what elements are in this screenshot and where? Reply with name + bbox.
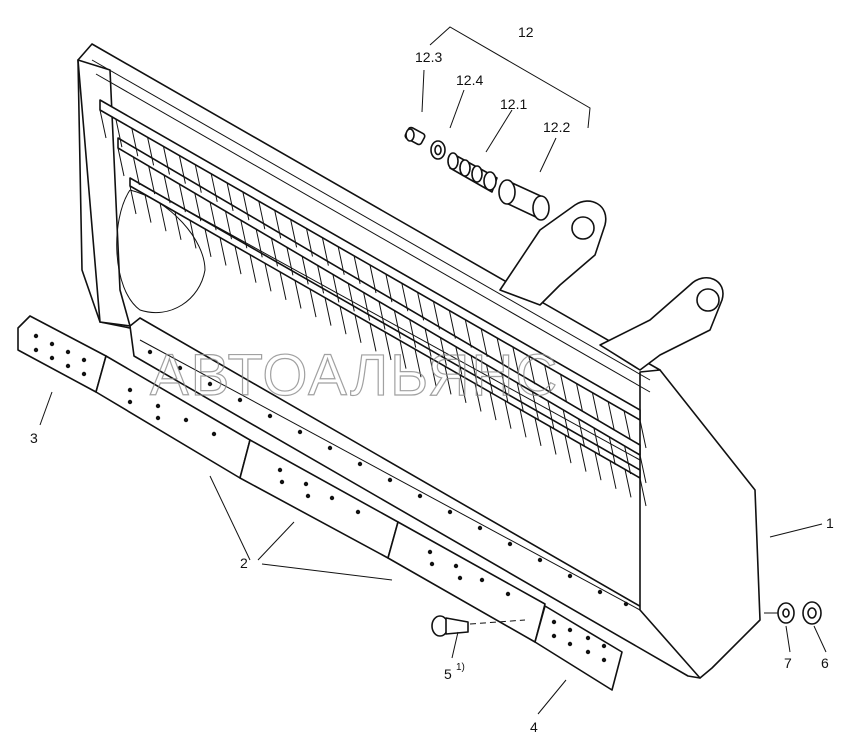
bolt-hole <box>81 357 87 363</box>
bolt-hole <box>49 341 55 347</box>
bolt-hole <box>601 657 607 663</box>
bolt-hole <box>33 333 39 339</box>
bolt-hole <box>551 619 557 625</box>
cutting-edge-holes <box>147 349 629 607</box>
bolt-hole <box>65 363 71 369</box>
wear-strip-3[interactable] <box>17 315 107 393</box>
bolt-hole <box>127 399 133 405</box>
bolt-hole <box>303 481 309 487</box>
bolt-hole <box>585 635 591 641</box>
bolt-hole <box>211 431 217 437</box>
watermark-text: АВТОАЛЬЯНС <box>150 343 559 408</box>
bushing-assembly <box>404 26 591 221</box>
mounting-bracket-right <box>599 276 724 371</box>
wear-strip-4[interactable] <box>534 605 623 691</box>
bolt-hole <box>65 349 71 355</box>
wear-strip-2c[interactable] <box>387 521 546 643</box>
bolt-hole <box>81 371 87 377</box>
callout-7: 7 <box>784 655 792 671</box>
bolt-hole <box>623 601 629 607</box>
callout-5: 5 <box>444 666 452 682</box>
mounting-bracket-left <box>499 200 607 306</box>
bolt-hole <box>327 445 333 451</box>
bolt-hole <box>155 403 161 409</box>
rib-teeth <box>117 147 647 484</box>
bolt-hole <box>177 365 183 371</box>
bolt-hole <box>155 415 161 421</box>
bolt-hole <box>507 541 513 547</box>
bolt-hole <box>357 461 363 467</box>
bolt-hole <box>505 591 511 597</box>
rib-teeth <box>129 185 647 507</box>
group-12-bracket <box>429 26 591 129</box>
callout-1: 1 <box>826 515 834 531</box>
bolt-hole <box>387 477 393 483</box>
bolt-hole <box>267 413 273 419</box>
bolt-hole <box>305 493 311 499</box>
callout-2: 2 <box>240 555 248 571</box>
bolt-hole <box>427 549 433 555</box>
callout-12-2: 12.2 <box>543 119 570 135</box>
callout-12-1: 12.1 <box>500 96 527 112</box>
bolt-hole <box>567 627 573 633</box>
bolt-hole <box>355 509 361 515</box>
bolt-hole <box>479 577 485 583</box>
bolt-hole <box>49 355 55 361</box>
bolt-hole <box>147 349 153 355</box>
grid-ribs <box>99 99 647 507</box>
bolt-hole <box>567 641 573 647</box>
bolt-hole <box>183 417 189 423</box>
bolt-hole <box>477 525 483 531</box>
callout-12-3: 12.3 <box>415 49 442 65</box>
part-12-2-sleeve[interactable] <box>498 179 550 221</box>
bolt-hole <box>329 495 335 501</box>
callout-12-4: 12.4 <box>456 72 483 88</box>
part-12-4-ring[interactable] <box>430 140 446 160</box>
bolt-hole <box>447 509 453 515</box>
callout-4: 4 <box>530 719 538 735</box>
bolt-hole <box>597 589 603 595</box>
callout-12: 12 <box>518 24 534 40</box>
part-12-1-threaded-bushing[interactable] <box>447 152 498 193</box>
bolt-hole <box>551 633 557 639</box>
callout-3: 3 <box>30 430 38 446</box>
rib-teeth <box>99 109 647 449</box>
part-5-bolt[interactable] <box>431 615 526 637</box>
callout-6: 6 <box>821 655 829 671</box>
bolt-hole <box>567 573 573 579</box>
bolt-hole <box>277 467 283 473</box>
bolt-hole <box>417 493 423 499</box>
bolt-hole <box>237 397 243 403</box>
bolt-hole <box>453 563 459 569</box>
bolt-hole <box>127 387 133 393</box>
bolt-hole <box>297 429 303 435</box>
leader-lines <box>39 69 827 715</box>
bolt-hole <box>429 561 435 567</box>
bolt-hole <box>457 575 463 581</box>
bolt-hole <box>33 347 39 353</box>
bolt-hole <box>601 643 607 649</box>
part-12-3-plug[interactable] <box>404 126 426 146</box>
bolt-hole <box>537 557 543 563</box>
part-6-nut[interactable] <box>802 601 822 625</box>
callout-5-note: 1) <box>456 662 465 673</box>
callout-labels: 1 2 3 4 5 1) 6 7 12 12.1 12.2 12.3 12.4 <box>30 24 834 735</box>
bolt-hole <box>207 381 213 387</box>
bolt-hole <box>585 649 591 655</box>
bolt-hole <box>279 479 285 485</box>
part-7-washer[interactable] <box>764 602 795 624</box>
